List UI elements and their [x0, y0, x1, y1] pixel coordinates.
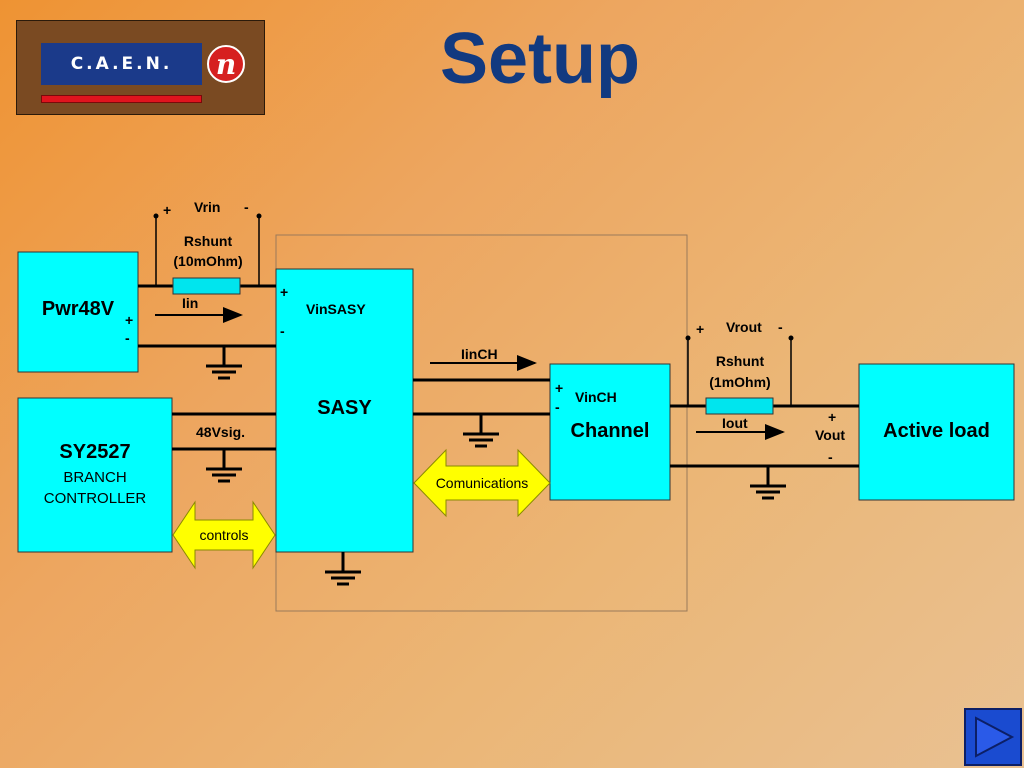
- vinsasy-label: VinSASY: [306, 301, 366, 317]
- rshunt-in-value: (10mOhm): [173, 253, 243, 269]
- vout-minus: -: [828, 449, 833, 465]
- vout-label: Vout: [815, 427, 846, 443]
- comunications-label: Comunications: [435, 475, 529, 491]
- vrout-label: Vrout: [726, 319, 762, 335]
- channel-minus: -: [555, 399, 560, 415]
- comunications-double-arrow: [413, 448, 551, 518]
- sasy-label: SASY: [317, 397, 372, 419]
- logo-text: C.A.E.N.: [41, 43, 202, 85]
- rshunt-in-label: Rshunt: [183, 233, 233, 249]
- ground-icon: [204, 344, 244, 380]
- rshunt-out-label: Rshunt: [715, 353, 765, 369]
- iin-label: Iin: [182, 295, 199, 311]
- channel-label: Channel: [570, 420, 650, 442]
- sasy-box: [275, 268, 414, 553]
- pwr48v-box: [17, 251, 139, 373]
- vrin-minus: -: [244, 199, 249, 215]
- vout-plus: +: [828, 409, 837, 425]
- ground-icon: [323, 550, 363, 586]
- logo-red-bar: [41, 95, 202, 103]
- play-next-icon: [975, 716, 1015, 758]
- sig48v-label: 48Vsig.: [196, 424, 246, 440]
- channel-plus: +: [555, 380, 564, 396]
- slide-title: Setup: [439, 19, 640, 99]
- controls-double-arrow: [172, 500, 276, 570]
- rshunt-out-resistor: [705, 397, 774, 415]
- vinch-label: VinCH: [575, 389, 617, 405]
- active-load-box: [858, 363, 1015, 501]
- logo-badge-icon: n: [207, 45, 245, 83]
- vrout-plus: +: [696, 321, 705, 337]
- next-slide-button[interactable]: [964, 708, 1022, 766]
- caen-logo: C.A.E.N. n: [16, 20, 265, 115]
- sy2527-sub2: CONTROLLER: [43, 490, 147, 507]
- sy2527-label: SY2527: [59, 441, 131, 463]
- pwr48v-minus: -: [125, 330, 130, 346]
- sy2527-box: [17, 397, 173, 553]
- sy2527-sub1: BRANCH: [63, 469, 127, 486]
- rshunt-in-resistor: [172, 277, 241, 295]
- rshunt-out-value: (1mOhm): [709, 374, 771, 390]
- ground-icon: [748, 464, 788, 500]
- sasy-minus: -: [280, 323, 285, 339]
- iinch-label: IinCH: [461, 346, 498, 362]
- ground-icon: [204, 447, 244, 483]
- pwr48v-label: Pwr48V: [41, 298, 115, 320]
- vrin-plus: +: [163, 202, 172, 218]
- vrout-minus: -: [778, 319, 783, 335]
- active-load-label: Active load: [883, 420, 990, 442]
- ground-icon: [461, 412, 501, 448]
- iout-label: Iout: [722, 415, 748, 431]
- pwr48v-plus: +: [125, 312, 134, 328]
- controls-label: controls: [199, 527, 249, 543]
- channel-box: [549, 363, 671, 501]
- sasy-plus: +: [280, 284, 289, 300]
- vrin-label: Vrin: [194, 199, 221, 215]
